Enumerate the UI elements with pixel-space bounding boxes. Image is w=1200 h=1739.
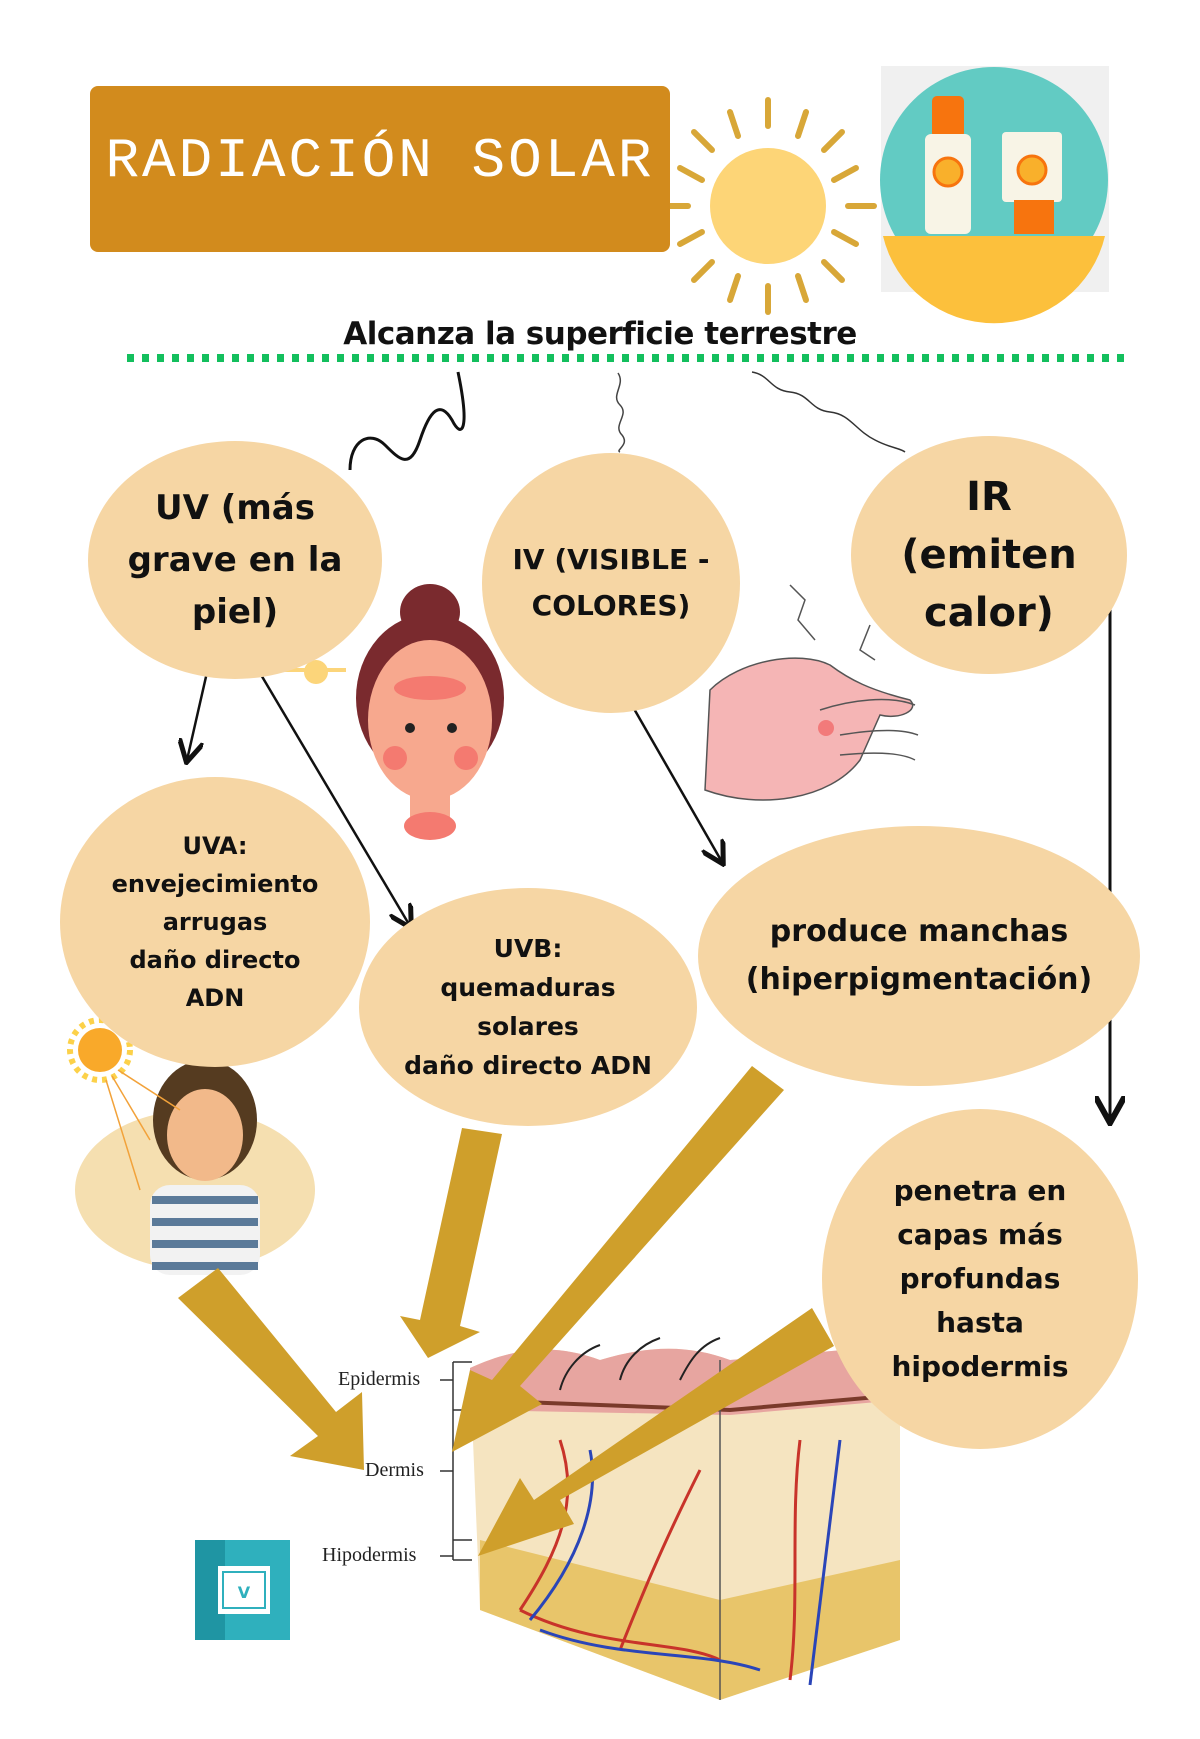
node-uvb-label: UVB: quemaduras solares daño directo ADN bbox=[404, 934, 652, 1080]
node-ir-label: IR (emiten calor) bbox=[901, 474, 1077, 636]
label-hipodermis: Hipodermis bbox=[322, 1544, 417, 1566]
node-ir: IR (emiten calor) bbox=[851, 436, 1127, 674]
big-arrow-uvb bbox=[400, 1128, 502, 1358]
subtitle: Alcanza la superficie terrestre bbox=[343, 316, 857, 352]
label-epidermis: Epidermis bbox=[338, 1368, 421, 1390]
big-arrow-visible bbox=[452, 1066, 784, 1452]
dotted-divider bbox=[127, 354, 1127, 362]
node-uva-label: UVA: envejecimiento arrugas daño directo… bbox=[111, 832, 319, 1012]
uv-wave bbox=[348, 371, 466, 471]
label-dermis: Dermis bbox=[365, 1459, 424, 1481]
v-logo-icon: V bbox=[195, 1540, 290, 1640]
page-title: RADIACIÓN SOLAR bbox=[105, 129, 655, 193]
node-hyperpigmentation: produce manchas (hiperpigmentación) bbox=[698, 826, 1140, 1086]
node-hyperpigmentation-label: produce manchas (hiperpigmentación) bbox=[745, 914, 1093, 997]
visible-wave bbox=[615, 372, 626, 453]
node-uvb: UVB: quemaduras solares daño directo ADN bbox=[359, 888, 697, 1126]
node-uva: UVA: envejecimiento arrugas daño directo… bbox=[60, 777, 370, 1067]
burned-hands-illustration bbox=[704, 584, 919, 801]
big-arrow-uva bbox=[178, 1268, 364, 1470]
sunburned-woman-illustration bbox=[282, 584, 504, 840]
node-deep-penetration: penetra en capas más profundas hasta hip… bbox=[822, 1109, 1138, 1449]
ir-wave bbox=[751, 371, 906, 453]
sunscreen-bottles-icon bbox=[880, 66, 1109, 324]
aging-woman-illustration bbox=[67, 1017, 315, 1275]
big-arrow-ir bbox=[478, 1308, 834, 1556]
sun-icon bbox=[659, 97, 877, 315]
title-banner: RADIACIÓN SOLAR bbox=[90, 86, 670, 252]
node-visible-label: IV (VISIBLE - COLORES) bbox=[512, 543, 710, 622]
node-visible: IV (VISIBLE - COLORES) bbox=[482, 453, 740, 713]
node-deep-penetration-label: penetra en capas más profundas hasta hip… bbox=[891, 1174, 1069, 1383]
svg-text:V: V bbox=[238, 1583, 251, 1602]
node-uv: UV (más grave en la piel) bbox=[88, 441, 382, 679]
node-uv-label: UV (más grave en la piel) bbox=[127, 488, 343, 632]
penetration-arrows bbox=[178, 1066, 834, 1556]
